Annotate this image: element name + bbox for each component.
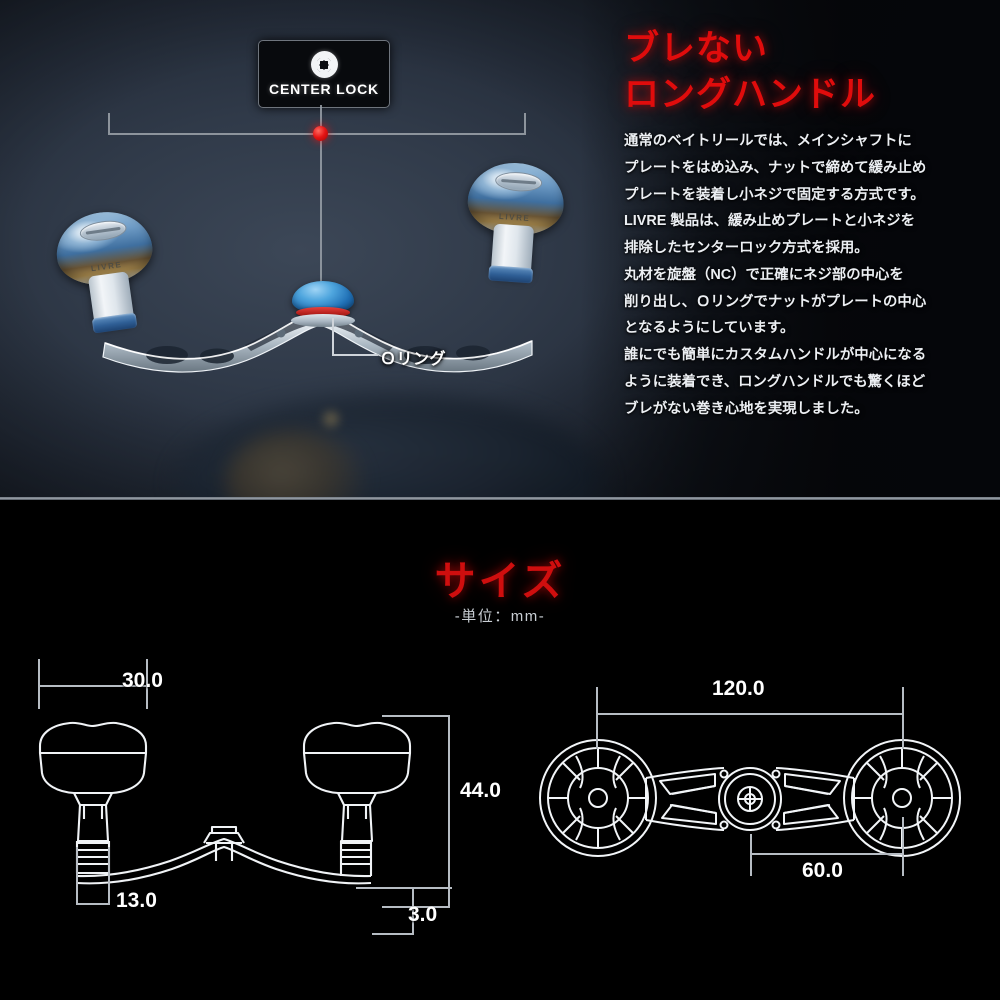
- dim-3-ext-line: [356, 887, 452, 889]
- body-line: プレートをはめ込み、ナットで締めて緩み止め: [624, 159, 927, 176]
- dim-label-total-height: 44.0: [460, 779, 501, 802]
- body-line: ブレがない巻き心地を実現しました。: [624, 400, 869, 417]
- size-section-title: サイズ: [434, 558, 566, 604]
- oring-callout-label: Ｏリング: [380, 351, 447, 368]
- page-title: ブレない ロングハンドル: [624, 26, 984, 117]
- dim-60-ext-left: [750, 834, 752, 876]
- top-feature-panel: ブレない ロングハンドル 通常のベイトリールでは、メインシャフトに プレートをは…: [0, 0, 1000, 500]
- center-lock-label: CENTER LOCK: [269, 81, 379, 97]
- body-line: 誰にでも簡単にカスタムハンドルが中心になる: [624, 347, 927, 364]
- headline-line-1: ブレない: [624, 29, 769, 68]
- size-spec-panel: サイズ -単位：mm-: [0, 501, 1000, 1000]
- dim-30-line: [38, 685, 148, 687]
- bracket-left-tick: [108, 113, 110, 135]
- handle-knob-left: LIVRE: [51, 205, 165, 346]
- body-line: 削り出し、Ｏリングでナットがプレートの中心: [624, 293, 927, 310]
- top-view-outline: [539, 739, 961, 857]
- dim-120-ext-right: [902, 687, 904, 749]
- center-point-marker: [313, 126, 328, 141]
- dim-120-ext-left: [596, 687, 598, 749]
- dim-44-line: [448, 715, 450, 908]
- body-line: となるようにしています。: [624, 320, 795, 337]
- size-unit-note: -単位：mm-: [454, 608, 546, 625]
- dim-44-ext-top: [382, 715, 450, 717]
- dim-label-total-length: 120.0: [712, 677, 765, 700]
- feature-description: 通常のベイトリールでは、メインシャフトに プレートをはめ込み、ナットで締めて緩み…: [624, 128, 976, 423]
- body-line: 通常のベイトリールでは、メインシャフトに: [624, 133, 912, 149]
- dim-30-ext-right: [146, 659, 148, 709]
- headline-line-2: ロングハンドル: [624, 74, 877, 114]
- dim-60-ext-right: [902, 817, 904, 876]
- dim-13-ext-left: [76, 847, 78, 905]
- dim-13-line: [76, 903, 110, 905]
- o-ring: [296, 307, 350, 318]
- dim-label-arm-drop: 13.0: [116, 889, 157, 912]
- knob-collar: [488, 265, 534, 284]
- dim-3-leader-h: [372, 933, 414, 935]
- side-view-drawing-group: 30.0 44.0 13.0 3.0: [0, 651, 501, 981]
- body-line: 丸材を旋盤（NC）で正確にネジ部の中心を: [624, 266, 904, 283]
- dim-13-ext-right: [108, 847, 110, 905]
- hub-base-plate: [291, 314, 355, 327]
- oring-leader-horizontal: [332, 354, 378, 356]
- panel-divider: [0, 497, 1000, 500]
- dim-3-leader: [412, 887, 414, 935]
- dim-label-plate-thickness: 3.0: [408, 903, 438, 926]
- body-line: LIVRE 製品は、緩み止めプレートと小ネジを: [624, 213, 916, 230]
- center-lock-badge: CENTER LOCK: [258, 40, 390, 108]
- bracket-right-tick: [524, 113, 526, 135]
- body-line: ように装着でき、ロングハンドルでも驚くほど: [624, 374, 926, 391]
- dim-44-ext-bottom: [382, 906, 450, 908]
- background-bokeh-spot: [318, 408, 344, 430]
- body-line: プレートを装着し小ネジで固定する方式です。: [624, 186, 925, 203]
- top-view-drawing-group: 120.0 60.0: [500, 651, 1000, 981]
- handle-knob-right: LIVRE: [462, 159, 567, 294]
- dim-30-ext-left: [38, 659, 40, 709]
- center-axis-line: [320, 105, 322, 297]
- oring-leader-vertical: [332, 318, 334, 356]
- dim-label-knob-width: 30.0: [122, 669, 163, 692]
- body-line: 排除したセンターロック方式を採用。: [624, 240, 869, 257]
- center-lock-hub: [291, 281, 355, 327]
- text-area-gradient-overlay: [580, 0, 1000, 500]
- dim-60-line: [750, 853, 904, 855]
- dim-120-line: [596, 713, 904, 715]
- dim-label-center-to-knob: 60.0: [802, 859, 843, 882]
- gear-nut-icon: [310, 51, 338, 78]
